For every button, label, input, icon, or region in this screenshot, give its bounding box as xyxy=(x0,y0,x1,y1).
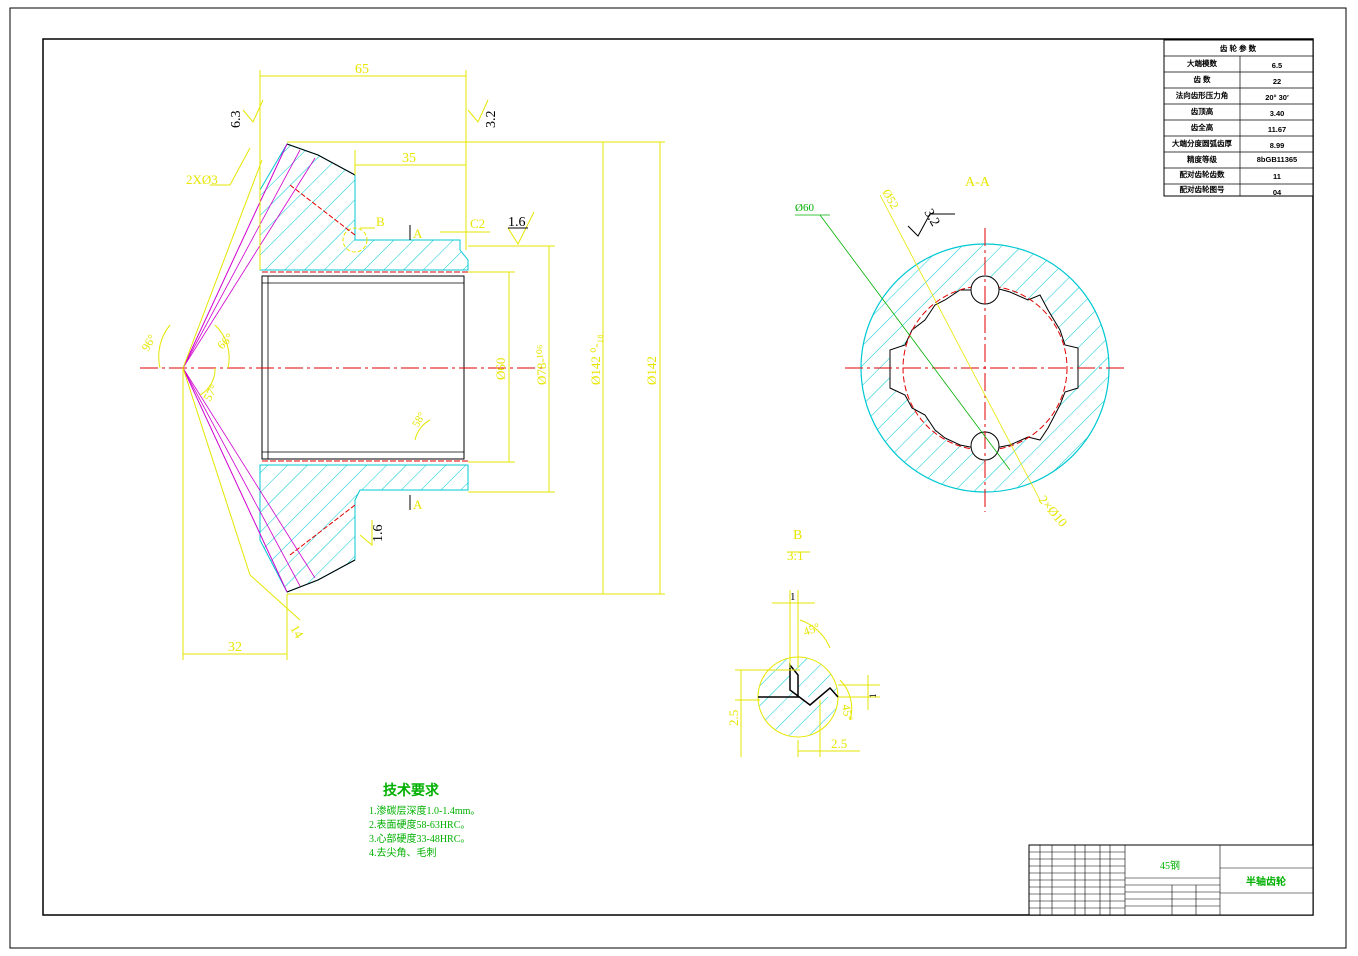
detail-view: B 3:1 1 45° 45° 2.5 2.5 1 xyxy=(726,528,880,757)
inner-frame xyxy=(42,38,1314,916)
dim-dia78: Ø78-¹⁰⁶ xyxy=(534,345,549,385)
main-view: 65 35 32 14 2XØ3 C2 Ø60 Ø78-¹⁰⁶ Ø142 ⁰-₁… xyxy=(138,62,665,660)
tech-requirements: 技术要求 1.渗碳层深度1.0-1.4mm。 2.表面硬度58-63HRC。 3… xyxy=(369,782,480,859)
dim-holes: 2XØ3 xyxy=(186,172,218,187)
param-value: 22 xyxy=(1273,77,1281,86)
angle-66: 66° xyxy=(214,330,236,352)
detail-dim-1-b: 1 xyxy=(868,694,878,699)
detail-dim-1: 1 xyxy=(790,591,796,603)
groove-b-circle xyxy=(342,227,368,253)
detail-scale: 3:1 xyxy=(787,548,804,563)
dim-dia60: Ø60 xyxy=(493,358,508,380)
tech-item: 2.表面硬度58-63HRC。 xyxy=(369,818,470,831)
tech-item: 1.渗碳层深度1.0-1.4mm。 xyxy=(369,804,480,817)
upper-section xyxy=(259,143,469,271)
dim-chamfer: C2 xyxy=(470,216,485,231)
param-label: 齿全高 xyxy=(1191,122,1214,132)
roughness-1-6-b: 1.6 xyxy=(371,525,386,543)
tech-item: 4.去尖角、毛刺 xyxy=(369,846,437,859)
param-label: 配对齿轮图号 xyxy=(1180,184,1225,194)
label-a-bottom: A xyxy=(413,497,423,512)
param-label: 配对齿轮齿数 xyxy=(1180,169,1225,179)
dim-dia142: Ø142 xyxy=(644,356,659,385)
title-block: 45钢 半轴齿轮 xyxy=(1028,844,1314,916)
param-label: 法向齿形压力角 xyxy=(1176,90,1229,100)
param-value: 8.99 xyxy=(1270,141,1285,150)
section-dim-holes: 2×Ø10 xyxy=(1036,492,1071,529)
material: 45钢 xyxy=(1160,859,1180,872)
label-a-top: A xyxy=(413,226,423,241)
param-label: 齿 数 xyxy=(1193,74,1211,84)
angle-96: 96° xyxy=(138,332,159,354)
section-dim-52: Ø52 xyxy=(879,187,901,212)
tech-title: 技术要求 xyxy=(383,782,440,799)
param-label: 齿顶高 xyxy=(1191,106,1214,116)
section-view: A-A Ø60 Ø52 3.2 2×Ø10 xyxy=(795,175,1128,530)
param-value: 8bGB11365 xyxy=(1257,155,1297,164)
gear-param-table: 齿 轮 参 数 大端模数 6.5 齿 数 22 法向齿形压力角 20° 30′ … xyxy=(1163,39,1314,197)
detail-angle-45b: 45° xyxy=(839,703,856,722)
dim-65: 65 xyxy=(355,62,369,77)
lower-section xyxy=(259,464,469,593)
roughness-6-3: 6.3 xyxy=(229,111,244,129)
param-label: 精度等级 xyxy=(1187,154,1217,164)
detail-dim-2-5-h: 2.5 xyxy=(726,710,741,726)
section-dim-60: Ø60 xyxy=(795,202,814,214)
param-label: 大端模数 xyxy=(1187,58,1217,68)
label-b: B xyxy=(376,214,385,229)
section-title: A-A xyxy=(965,175,991,190)
param-value: 11 xyxy=(1273,172,1281,181)
roughness-3-2: 3.2 xyxy=(484,111,499,129)
outer-frame xyxy=(9,7,1347,949)
roughness-1-6-a: 1.6 xyxy=(508,215,526,230)
param-value: 3.40 xyxy=(1270,109,1285,118)
tech-item: 3.心部硬度33-48HRC。 xyxy=(369,832,470,845)
detail-dim-2-5-w: 2.5 xyxy=(831,736,847,751)
param-value: 6.5 xyxy=(1272,61,1282,70)
param-table-title: 齿 轮 参 数 xyxy=(1220,43,1257,53)
param-label: 大端分度圆弧齿厚 xyxy=(1172,138,1232,148)
dim-35: 35 xyxy=(402,151,416,166)
part-name: 半轴齿轮 xyxy=(1246,875,1286,888)
detail-title: B xyxy=(793,528,802,543)
dim-14: 14 xyxy=(287,622,307,641)
dim-dia142-tol: Ø142 ⁰-₁₈ xyxy=(588,334,603,385)
param-value: 04 xyxy=(1273,188,1282,197)
param-value: 20° 30′ xyxy=(1265,93,1289,102)
dim-32: 32 xyxy=(228,640,242,655)
param-value: 11.67 xyxy=(1268,125,1286,134)
detail-angle-45a: 45° xyxy=(801,620,822,639)
